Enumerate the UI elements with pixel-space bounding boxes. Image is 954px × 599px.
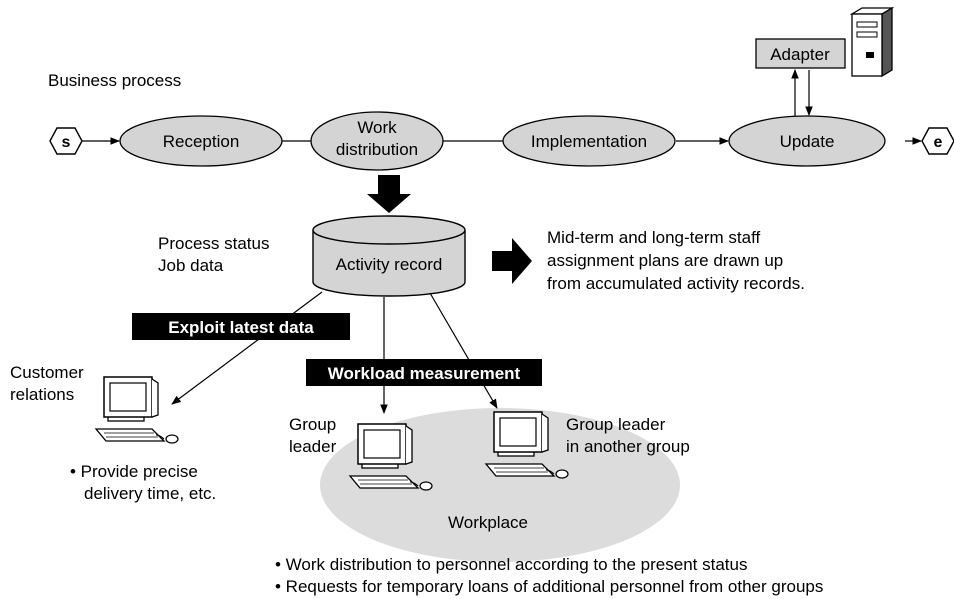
other-leader-label-2: in another group	[566, 437, 690, 456]
exploit-label: Exploit latest data	[168, 318, 314, 337]
server-icon	[849, 6, 895, 78]
end-terminal-label: e	[934, 134, 943, 151]
customer-note-1: • Provide precise	[70, 462, 198, 481]
customer-computer-icon	[95, 376, 179, 444]
process-status-label: Process status	[158, 234, 270, 253]
adapter-box	[755, 38, 846, 69]
step-update	[728, 115, 886, 167]
plans-line-3: from accumulated activity records.	[547, 274, 805, 293]
workload-label-bg	[306, 359, 542, 386]
step-work-distribution-label-1: Work	[357, 118, 397, 137]
step-work-distribution-label-2: distribution	[336, 140, 418, 159]
activity-record-label: Activity record	[336, 255, 443, 274]
job-data-label: Job data	[158, 256, 224, 275]
bottom-note-1: • Work distribution to personnel accordi…	[275, 555, 747, 574]
step-reception-label: Reception	[163, 132, 240, 151]
arrow-to-other-leader	[429, 292, 498, 409]
arrow-to-customer	[171, 291, 323, 405]
down-block-arrow	[367, 175, 411, 213]
step-update-label: Update	[780, 132, 835, 151]
step-implementation-label: Implementation	[531, 132, 647, 151]
customer-label-2: relations	[10, 385, 74, 404]
bottom-note-2: • Requests for temporary loans of additi…	[275, 577, 823, 596]
other-leader-label-1: Group leader	[566, 415, 666, 434]
start-terminal-label: s	[62, 134, 71, 151]
exploit-label-bg	[132, 313, 350, 340]
step-work-distribution	[310, 111, 444, 171]
end-terminal	[921, 127, 954, 155]
group-leader-label-2: leader	[289, 437, 337, 456]
step-reception	[119, 115, 283, 167]
workload-label: Workload measurement	[328, 364, 521, 383]
customer-label-1: Customer	[10, 363, 84, 382]
group-leader-label-1: Group	[289, 415, 336, 434]
step-implementation	[502, 115, 676, 167]
customer-note-2: delivery time, etc.	[84, 484, 216, 503]
plans-line-1: Mid-term and long-term staff	[547, 228, 760, 247]
plans-line-2: assignment plans are drawn up	[547, 251, 783, 270]
right-block-arrow	[492, 238, 532, 284]
adapter-label: Adapter	[770, 45, 830, 64]
workplace-label: Workplace	[448, 513, 528, 532]
business-process-label: Business process	[48, 71, 181, 90]
activity-record-db	[312, 215, 466, 297]
start-terminal	[49, 127, 83, 155]
